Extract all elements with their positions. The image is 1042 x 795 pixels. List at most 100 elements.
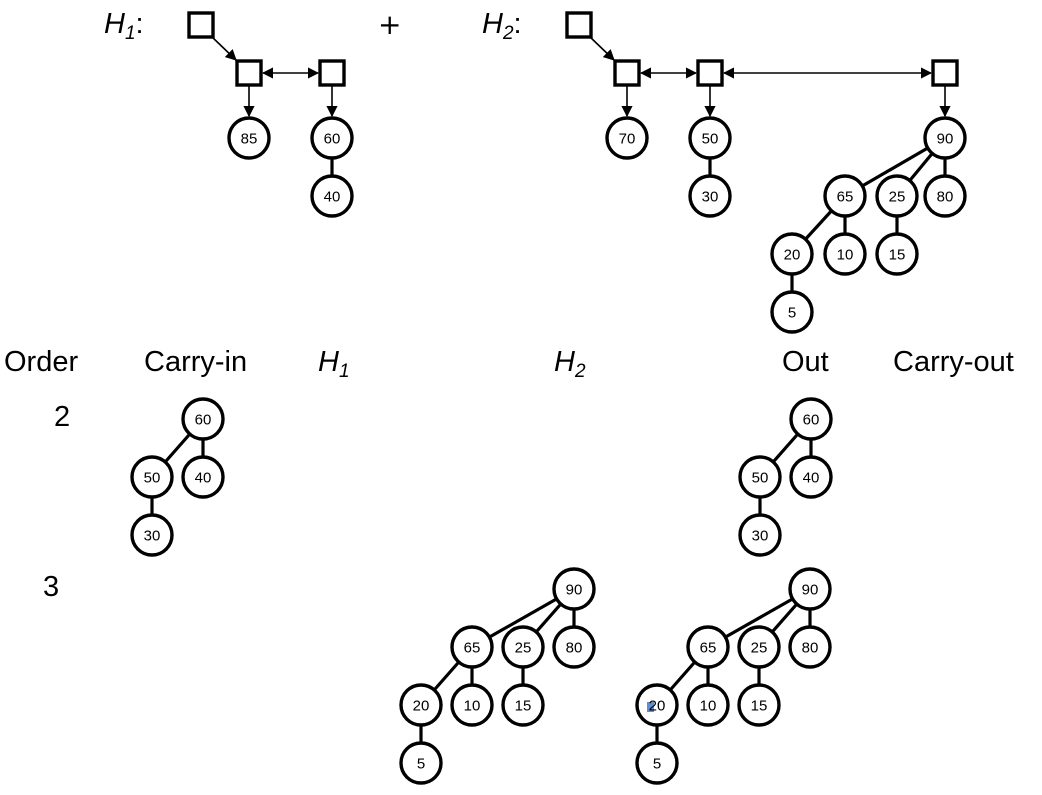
node-circle bbox=[686, 625, 730, 669]
tree-edges bbox=[790, 136, 947, 312]
node-circle bbox=[688, 174, 732, 218]
node-circle bbox=[788, 625, 832, 669]
node-circle bbox=[923, 116, 967, 160]
h2-head-pointer-box bbox=[565, 11, 593, 39]
h2-heap-label: H2: bbox=[482, 8, 522, 44]
node-circle bbox=[635, 741, 679, 785]
node-key: 60 bbox=[324, 131, 341, 148]
node-key: 65 bbox=[700, 640, 717, 657]
node-key: 40 bbox=[803, 470, 820, 487]
tree-h2-70: 70 bbox=[605, 116, 649, 160]
tree-node: 65 bbox=[686, 625, 730, 669]
h1-root-box-2 bbox=[318, 59, 346, 87]
tree-node: 5 bbox=[399, 741, 443, 785]
node-circle bbox=[823, 232, 867, 276]
tree-node: 5 bbox=[635, 741, 679, 785]
h2-head-arrow bbox=[588, 35, 615, 61]
tree-nodes: 70 bbox=[605, 116, 649, 160]
node-key: 20 bbox=[649, 698, 666, 715]
tree-node: 15 bbox=[501, 683, 545, 727]
node-circle bbox=[875, 174, 919, 218]
h1-root-box-1 bbox=[235, 59, 263, 87]
node-key: 40 bbox=[195, 470, 212, 487]
tree-node: 60 bbox=[789, 397, 833, 441]
node-circle bbox=[450, 683, 494, 727]
tree-node: 25 bbox=[501, 625, 545, 669]
tree-node: 90 bbox=[923, 116, 967, 160]
tree-node: 85 bbox=[227, 116, 271, 160]
tree-node: 30 bbox=[130, 513, 174, 557]
tree-node: 60 bbox=[181, 397, 225, 441]
node-circle bbox=[635, 683, 679, 727]
node-circle bbox=[770, 290, 814, 334]
node-circle bbox=[552, 567, 596, 611]
h1-root-list bbox=[187, 11, 346, 118]
tree-nodes: 60 50 30 40 bbox=[738, 397, 833, 557]
tree-node: 10 bbox=[686, 683, 730, 727]
node-circle bbox=[399, 683, 443, 727]
h2-root-box-3 bbox=[931, 59, 959, 87]
node-key: 80 bbox=[566, 640, 583, 657]
node-key: 50 bbox=[752, 470, 769, 487]
node-circle bbox=[789, 397, 833, 441]
column-header-order: Order bbox=[4, 346, 78, 378]
node-key: 15 bbox=[515, 698, 532, 715]
tree-node: 40 bbox=[181, 455, 225, 499]
tree-node: 25 bbox=[737, 625, 781, 669]
node-key: 60 bbox=[195, 412, 212, 429]
plus-sign: + bbox=[378, 8, 401, 41]
node-key: 70 bbox=[619, 131, 636, 148]
node-key: 10 bbox=[700, 698, 717, 715]
tree-node: 5 bbox=[770, 290, 814, 334]
column-header-h1: H1 bbox=[318, 346, 350, 382]
node-circle bbox=[688, 116, 732, 160]
tree-node: 15 bbox=[875, 232, 919, 276]
node-key: 65 bbox=[464, 640, 481, 657]
node-circle bbox=[738, 455, 782, 499]
tree-node: 20 bbox=[399, 683, 443, 727]
order-value: 3 bbox=[43, 571, 59, 603]
node-circle bbox=[788, 567, 832, 611]
node-circle bbox=[686, 683, 730, 727]
tree-out-order-3: 90 65 20 5 10 25 15 80 bbox=[635, 567, 832, 785]
tree-node: 25 bbox=[875, 174, 919, 218]
tree-node: 60 bbox=[310, 116, 354, 160]
node-circle bbox=[501, 683, 545, 727]
column-header-out: Out bbox=[782, 346, 829, 378]
node-circle bbox=[310, 116, 354, 160]
column-header-carry-in: Carry-in bbox=[144, 346, 247, 378]
node-key: 5 bbox=[788, 305, 796, 322]
node-key: 15 bbox=[889, 247, 906, 264]
tree-node: 90 bbox=[788, 567, 832, 611]
node-circle bbox=[130, 513, 174, 557]
node-key: 80 bbox=[802, 640, 819, 657]
tree-node: 65 bbox=[823, 174, 867, 218]
node-circle bbox=[823, 174, 867, 218]
node-circle bbox=[310, 174, 354, 218]
tree-node: 30 bbox=[688, 174, 732, 218]
h2-root-box-1 bbox=[613, 59, 641, 87]
tree-edges bbox=[419, 587, 576, 763]
node-circle bbox=[605, 116, 649, 160]
node-key: 20 bbox=[784, 247, 801, 264]
h2-root-list bbox=[565, 11, 959, 118]
node-key: 5 bbox=[653, 756, 661, 773]
tree-node: 15 bbox=[737, 683, 781, 727]
tree-nodes: 90 65 20 5 10 25 15 80 bbox=[635, 567, 832, 785]
node-key: 30 bbox=[752, 528, 769, 545]
node-key: 65 bbox=[837, 189, 854, 206]
tree-h1-85: 85 bbox=[227, 116, 271, 160]
cursor-highlight bbox=[647, 702, 654, 712]
node-key: 85 bbox=[241, 131, 258, 148]
tree-node: 10 bbox=[450, 683, 494, 727]
node-circle bbox=[875, 232, 919, 276]
node-circle bbox=[737, 683, 781, 727]
node-key: 90 bbox=[802, 582, 819, 599]
tree-node: 40 bbox=[789, 455, 833, 499]
